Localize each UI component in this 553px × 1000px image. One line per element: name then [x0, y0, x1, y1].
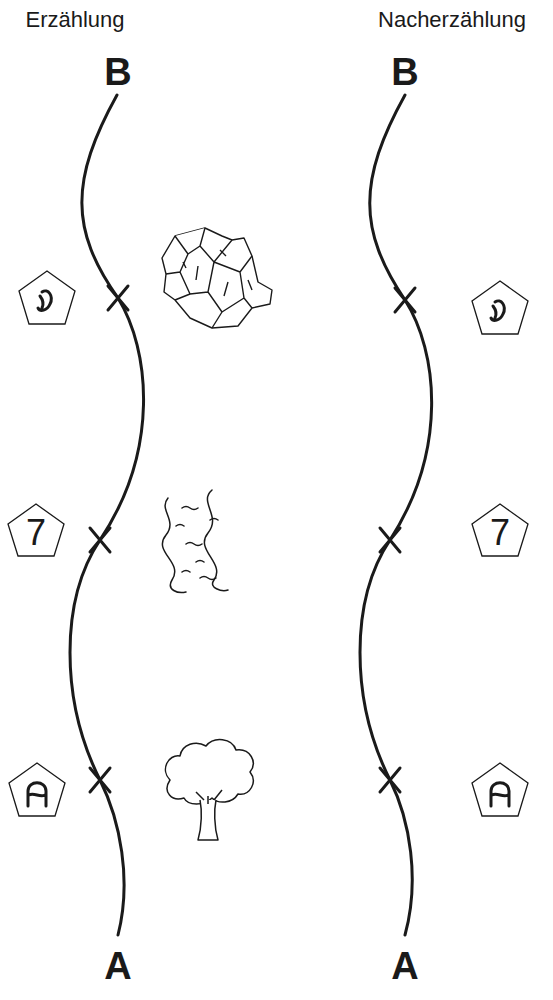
start-point-label: A — [391, 945, 418, 988]
end-point-label: B — [104, 51, 131, 94]
pentagon-marker: 7 — [7, 503, 65, 557]
tree-picture — [165, 740, 253, 840]
pentagon-number: 7 — [7, 503, 65, 560]
glyphs — [28, 291, 509, 806]
start-point-label: A — [104, 945, 131, 988]
river-picture — [162, 490, 228, 593]
pentagon-number: 7 — [471, 503, 529, 560]
rocks-picture — [162, 228, 272, 328]
retelling-path — [360, 95, 432, 935]
story-path — [70, 95, 144, 935]
cross-marks — [90, 286, 415, 792]
column-title: Erzählung — [25, 7, 124, 33]
column-title: Nacherzählung — [378, 7, 526, 33]
symbol-pentagons — [9, 271, 528, 816]
pentagon-marker: 7 — [471, 503, 529, 557]
end-point-label: B — [391, 51, 418, 94]
